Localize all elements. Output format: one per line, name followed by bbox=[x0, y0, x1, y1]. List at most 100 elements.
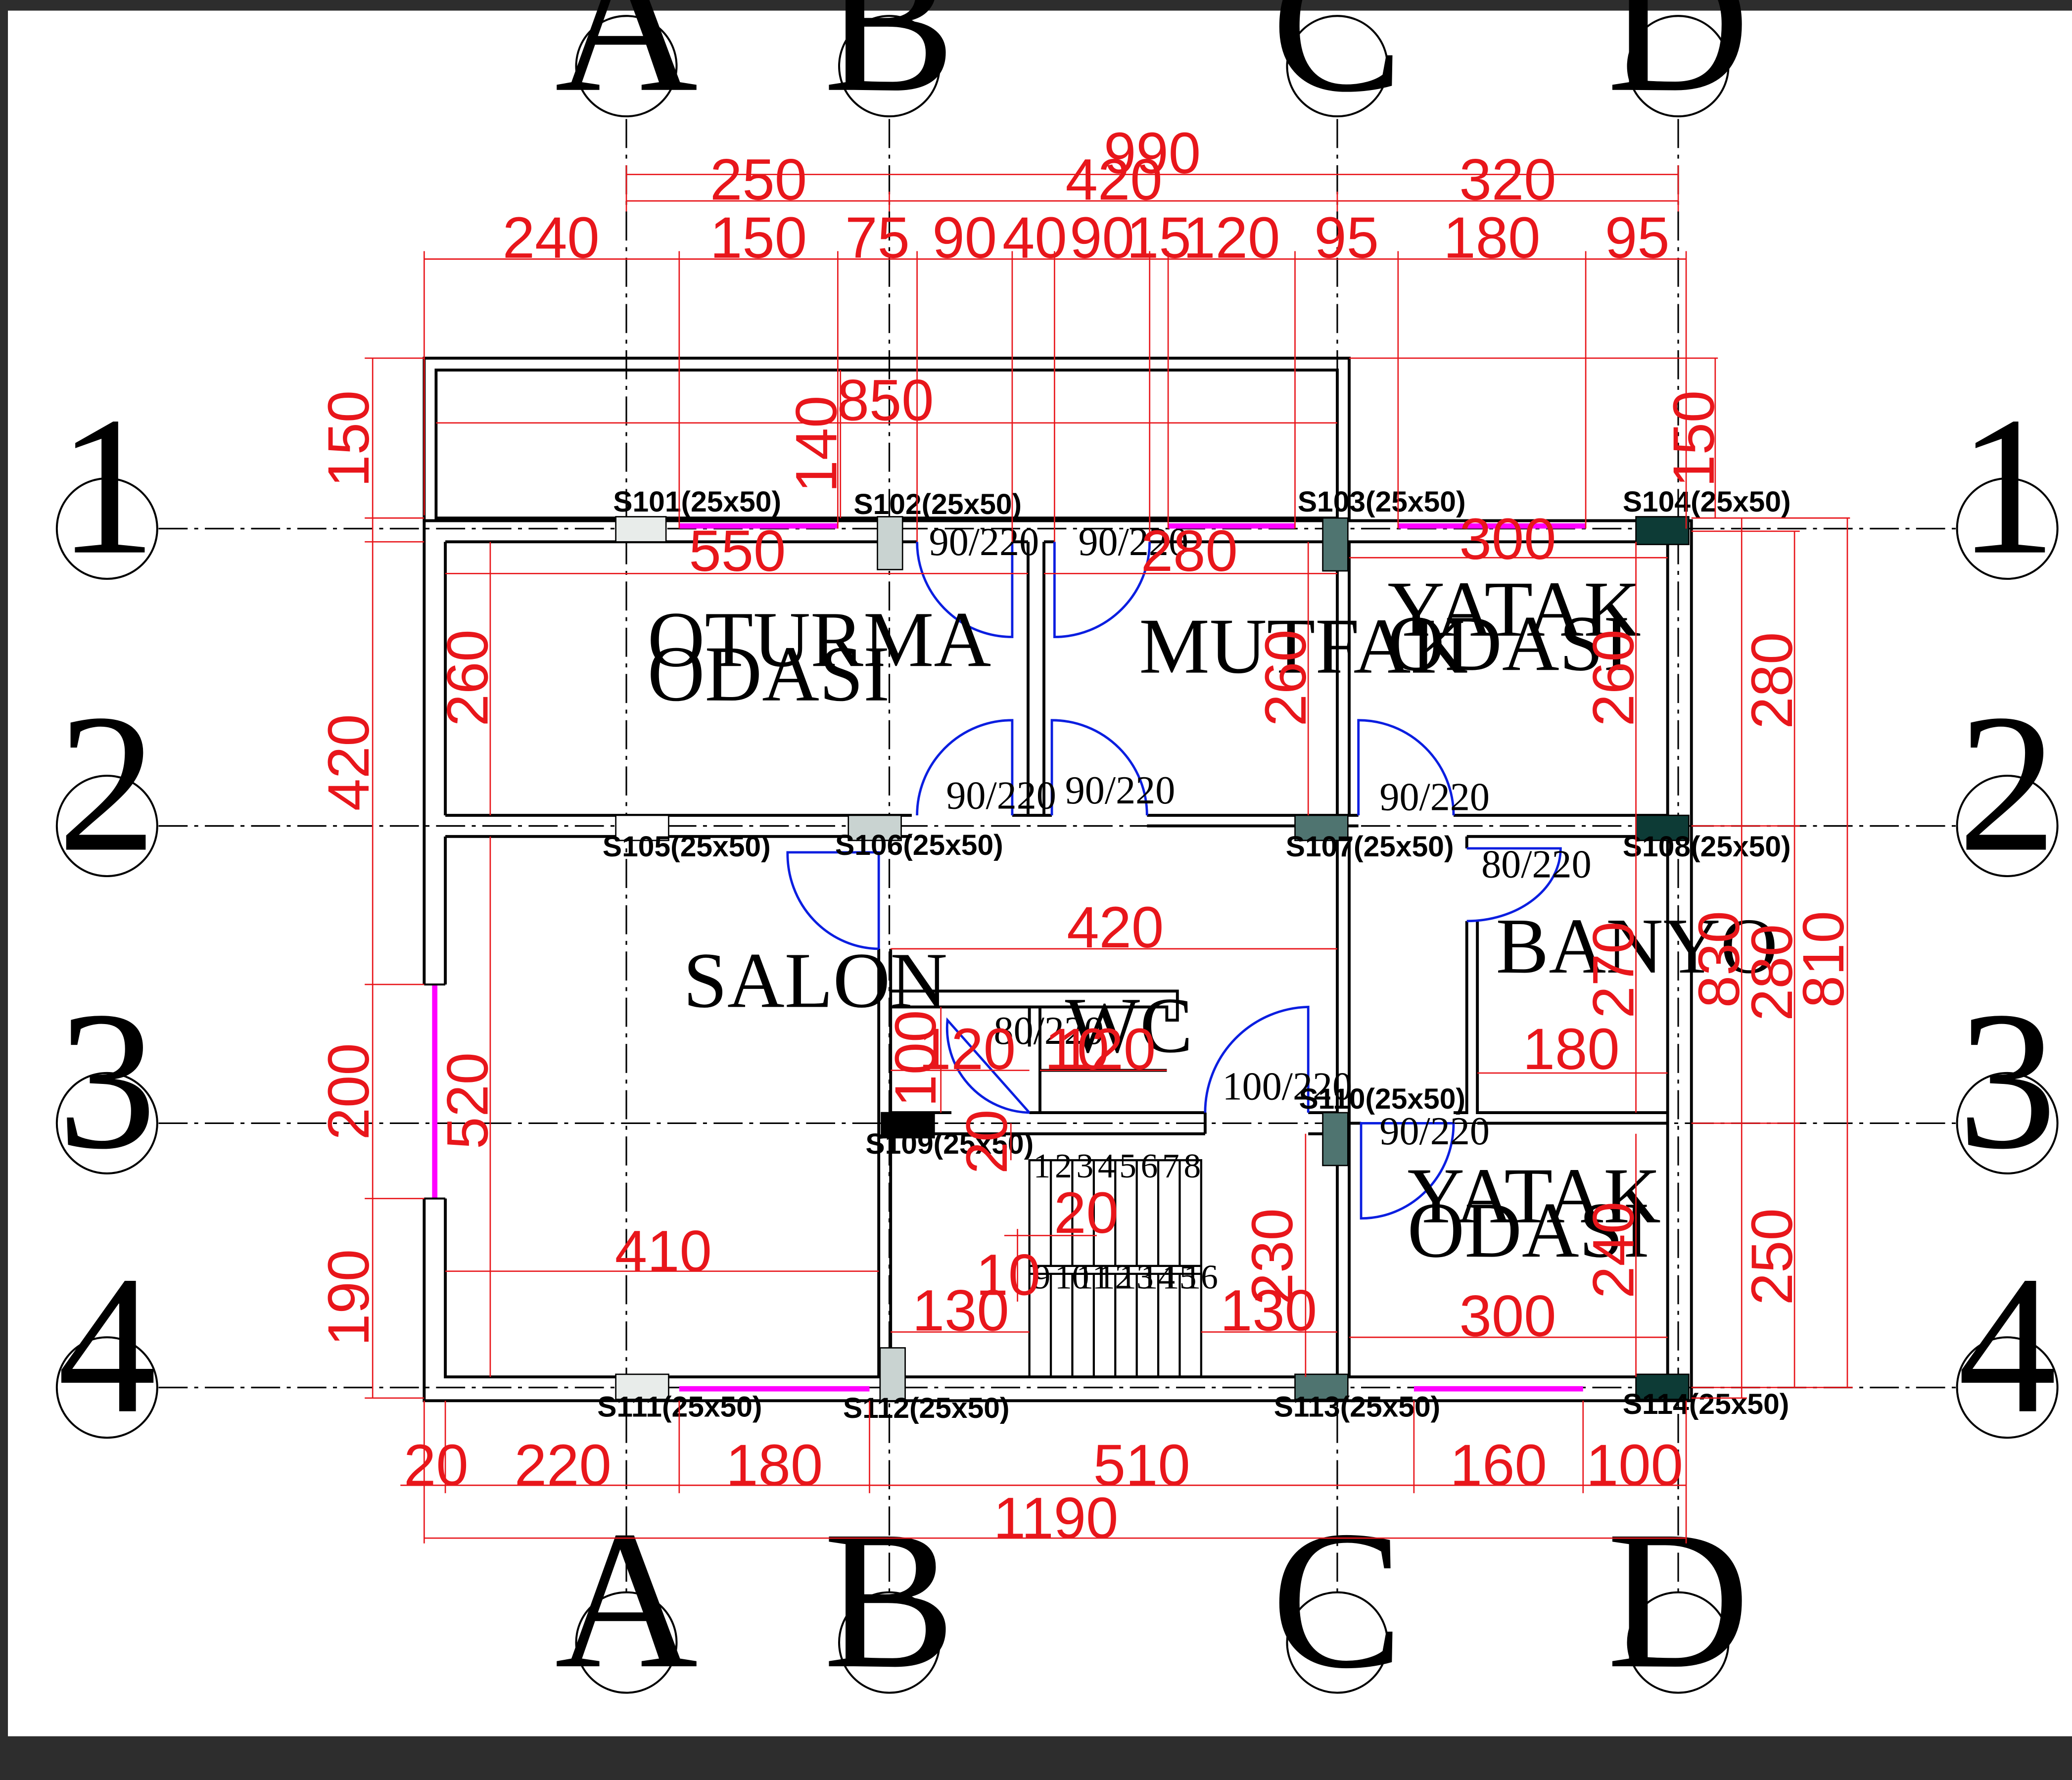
column-s113 bbox=[1294, 1373, 1349, 1400]
room-label-salon: SALON bbox=[683, 936, 947, 1024]
dim-text: 200 bbox=[316, 1043, 381, 1140]
dimension-lines bbox=[365, 165, 1853, 1544]
bubble-3-right bbox=[1956, 1072, 2059, 1174]
dim-text: 120 bbox=[1183, 205, 1280, 270]
door-labels: 90/220 90/220 90/220 90/220 90/220 80/22… bbox=[929, 520, 1592, 1153]
column-label: S109(25x50) bbox=[865, 1128, 1034, 1160]
dim-text: 15 bbox=[1127, 205, 1191, 270]
column-s110 bbox=[1322, 1112, 1349, 1167]
bubble-label: 4 bbox=[57, 1235, 156, 1454]
dim-text: 300 bbox=[1459, 1283, 1556, 1348]
bubble-D-bottom bbox=[1627, 1591, 1730, 1694]
dim-text: 300 bbox=[1459, 507, 1556, 571]
dim-text: 20 bbox=[1054, 1180, 1119, 1245]
dim-text: 1190 bbox=[993, 1486, 1119, 1550]
stair-step-number: 6 bbox=[1141, 1147, 1158, 1185]
dim-text: 120 bbox=[919, 1017, 1016, 1081]
bubble-C-top bbox=[1286, 15, 1389, 118]
doors bbox=[786, 542, 1562, 1220]
stair-step-number: 15 bbox=[1162, 1258, 1196, 1296]
dim-text: 240 bbox=[1581, 1202, 1646, 1299]
dim-text: 420 bbox=[316, 714, 381, 811]
dimension-texts-vertical: 150 420 200 190 140 260 260 260 150 830 … bbox=[316, 390, 1856, 1346]
dim-text: 180 bbox=[1523, 1017, 1620, 1081]
bubble-1-right bbox=[1956, 477, 2059, 580]
windows bbox=[432, 523, 1586, 1392]
stair-step-number: 11 bbox=[1076, 1258, 1109, 1296]
stair-step-number: 3 bbox=[1076, 1147, 1093, 1185]
dim-text: 260 bbox=[1253, 629, 1318, 726]
door-swing-yatak1 bbox=[1357, 719, 1455, 816]
bubble-2-left bbox=[55, 774, 158, 877]
bubble-label: 1 bbox=[57, 376, 156, 596]
dim-text: 100 bbox=[883, 1010, 948, 1107]
column-label: S110(25x50) bbox=[1299, 1083, 1465, 1115]
column-s106 bbox=[848, 814, 902, 842]
bubble-C-bottom bbox=[1286, 1591, 1389, 1694]
column-s108 bbox=[1635, 814, 1690, 842]
room-label-wc: WC bbox=[1065, 981, 1193, 1069]
bubble-label: 4 bbox=[1958, 1235, 2057, 1454]
column-s109 bbox=[881, 1112, 935, 1139]
door-label: 90/220 bbox=[1065, 769, 1176, 812]
stair-step-number: 12 bbox=[1098, 1258, 1132, 1296]
bubble-label: D bbox=[1606, 1490, 1749, 1709]
dim-text: 230 bbox=[1240, 1208, 1305, 1305]
stair-step-number: 7 bbox=[1162, 1147, 1179, 1185]
dim-text: 10 bbox=[976, 1243, 1041, 1308]
bubble-label: 2 bbox=[1958, 673, 2057, 893]
dim-text: 810 bbox=[1791, 911, 1856, 1008]
door-label: 80/220 bbox=[994, 1009, 1104, 1053]
bubble-label: A bbox=[555, 0, 698, 133]
bubble-label: 1 bbox=[1958, 376, 2057, 596]
dim-text: 250 bbox=[710, 147, 807, 212]
room-label-banyo: BANYO bbox=[1496, 902, 1778, 990]
bubble-label: C bbox=[1271, 1490, 1403, 1709]
door-label: 90/220 bbox=[1379, 775, 1490, 819]
column-label: S107(25x50) bbox=[1286, 831, 1454, 863]
dim-text: 120 bbox=[1059, 1017, 1156, 1081]
door-label: 90/220 bbox=[1379, 1110, 1490, 1153]
dim-text: 150 bbox=[710, 205, 807, 270]
column-s101 bbox=[615, 516, 667, 543]
column-s105 bbox=[615, 814, 669, 842]
dim-text: 150 bbox=[1661, 390, 1726, 487]
bubble-4-right bbox=[1956, 1336, 2059, 1439]
stair-step-number: 4 bbox=[1098, 1147, 1115, 1185]
dim-text: 550 bbox=[689, 518, 786, 583]
bubble-4-left bbox=[55, 1336, 158, 1439]
dim-text: 420 bbox=[1067, 895, 1164, 960]
bubble-label: C bbox=[1271, 0, 1403, 133]
door-label: 90/220 bbox=[946, 774, 1056, 818]
door-swing-mutfak-bottom bbox=[1050, 719, 1148, 816]
bubble-3-left bbox=[55, 1072, 158, 1174]
stair-step-number: 14 bbox=[1141, 1258, 1175, 1296]
door-swing-wc bbox=[945, 1017, 1031, 1114]
dim-text: 320 bbox=[1459, 147, 1556, 212]
column-s111 bbox=[615, 1373, 669, 1400]
column-label: S103(25x50) bbox=[1298, 486, 1466, 518]
dim-text: 20 bbox=[954, 1109, 1019, 1174]
room-label-mutfak: MUTFAK bbox=[1139, 602, 1468, 690]
door-label: 80/220 bbox=[1481, 843, 1592, 887]
stair-step-number: 9 bbox=[1034, 1258, 1051, 1296]
dim-text: 130 bbox=[912, 1278, 1009, 1343]
dim-text: 520 bbox=[435, 1052, 500, 1149]
bubble-label: B bbox=[823, 0, 955, 133]
dim-text: 260 bbox=[435, 629, 500, 726]
door-swing-yatak2 bbox=[1360, 1122, 1455, 1220]
room-label-yatak: ODASI bbox=[1387, 599, 1630, 687]
room-label-yatak: YATAK bbox=[1387, 565, 1641, 653]
door-label: 90/220 bbox=[929, 520, 1039, 564]
bubble-label: A bbox=[555, 1490, 698, 1709]
dim-text: 240 bbox=[503, 205, 600, 270]
window-frames bbox=[424, 983, 446, 1200]
door-swing-oturma-bottom bbox=[916, 719, 1014, 816]
grid-bubble-labels: A B C D A B C D 1 2 3 4 1 2 3 4 bbox=[57, 0, 2057, 1709]
column-s107 bbox=[1294, 814, 1349, 842]
bubble-A-top bbox=[575, 15, 678, 118]
dim-text: 95 bbox=[1314, 205, 1379, 270]
stair-step-number: 13 bbox=[1119, 1258, 1153, 1296]
bubble-2-right bbox=[1956, 774, 2059, 877]
stair-step-number: 1 bbox=[1034, 1147, 1051, 1185]
